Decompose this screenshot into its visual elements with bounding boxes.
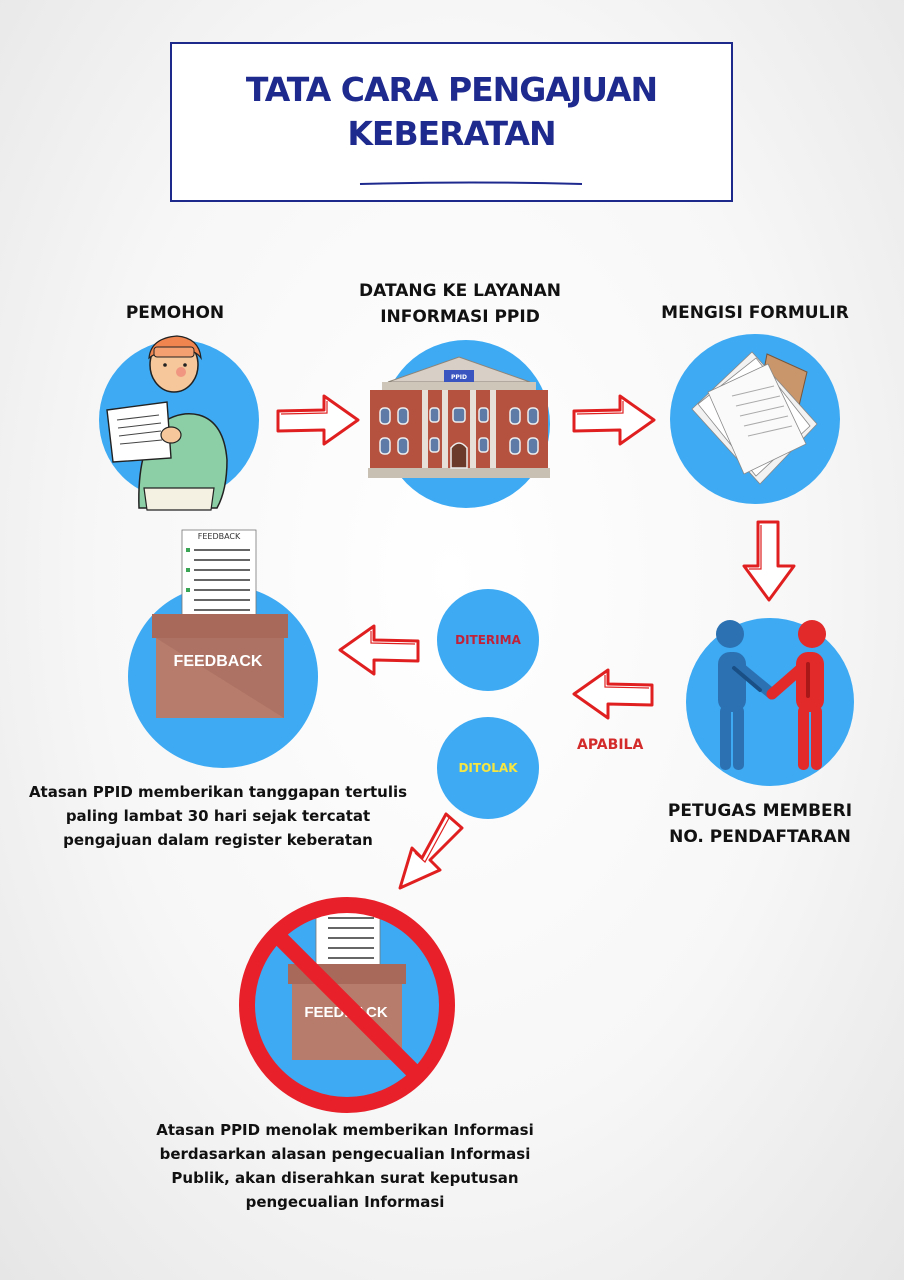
step-label-datang-line1: DATANG KE LAYANAN bbox=[359, 281, 561, 301]
feedback-box-icon: FEEDBACK FEEDBACK bbox=[152, 529, 288, 718]
accepted-description: Atasan PPID memberikan tanggapan tertuli… bbox=[18, 780, 418, 852]
building-sign: PPID bbox=[451, 374, 467, 381]
step-label-datang-line2: INFORMASI PPID bbox=[380, 307, 540, 327]
title-box: TATA CARA PENGAJUAN KEBERATAN bbox=[170, 42, 733, 202]
arrow-down-icon bbox=[398, 812, 464, 890]
arrow-down-icon bbox=[742, 520, 796, 602]
person-reading-icon bbox=[106, 335, 228, 511]
step-label-mengisi: MENGISI FORMULIR bbox=[661, 303, 849, 323]
title-line-1: TATA CARA PENGAJUAN bbox=[245, 70, 658, 109]
rejected-line-1: Atasan PPID menolak memberikan Informasi bbox=[156, 1121, 534, 1139]
step-label-petugas-line1: PETUGAS MEMBERI bbox=[667, 801, 853, 821]
step-label-pemohon: PEMOHON bbox=[125, 303, 225, 323]
diterima-label: DITERIMA bbox=[455, 633, 521, 647]
rejected-line-4: pengecualian Informasi bbox=[245, 1193, 445, 1211]
title-underline bbox=[359, 181, 583, 185]
step-label-datang: DATANG KE LAYANAN INFORMASI PPID bbox=[340, 278, 580, 330]
title-line-2: KEBERATAN bbox=[347, 114, 556, 153]
rejected-line-2: berdasarkan alasan pengecualian Informas… bbox=[159, 1145, 531, 1163]
feedback-sheet-label: FEEDBACK bbox=[198, 532, 241, 541]
accepted-line-2: paling lambat 30 hari sejak tercatat bbox=[65, 807, 371, 825]
arrow-right-icon bbox=[572, 394, 656, 446]
building-icon: PPID bbox=[368, 356, 550, 478]
accepted-line-1: Atasan PPID memberikan tanggapan tertuli… bbox=[28, 783, 408, 801]
step-label-petugas: PETUGAS MEMBERI NO. PENDAFTARAN bbox=[650, 798, 870, 850]
arrow-right-icon bbox=[276, 394, 360, 446]
page-title: TATA CARA PENGAJUAN KEBERATAN bbox=[172, 68, 731, 156]
rejected-description: Atasan PPID menolak memberikan Informasi… bbox=[140, 1118, 550, 1214]
accepted-line-3: pengajuan dalam register keberatan bbox=[63, 831, 373, 849]
diterima-circle: DITERIMA bbox=[437, 589, 539, 691]
handshake-icon bbox=[716, 620, 826, 770]
arrow-left-icon bbox=[338, 624, 420, 676]
ditolak-circle: DITOLAK bbox=[437, 717, 539, 819]
documents-icon bbox=[691, 351, 818, 485]
petugas-circle bbox=[686, 618, 854, 786]
step-label-petugas-line2: NO. PENDAFTARAN bbox=[669, 827, 851, 847]
arrow-left-icon bbox=[572, 668, 654, 720]
feedback-box-label: FEEDBACK bbox=[174, 653, 263, 670]
ditolak-label: DITOLAK bbox=[458, 761, 518, 775]
rejected-line-3: Publik, akan diserahkan surat keputusan bbox=[171, 1169, 519, 1187]
prohibited-feedback-icon: FEEDBACK bbox=[239, 897, 455, 1113]
apabila-label: APABILA bbox=[577, 737, 644, 753]
